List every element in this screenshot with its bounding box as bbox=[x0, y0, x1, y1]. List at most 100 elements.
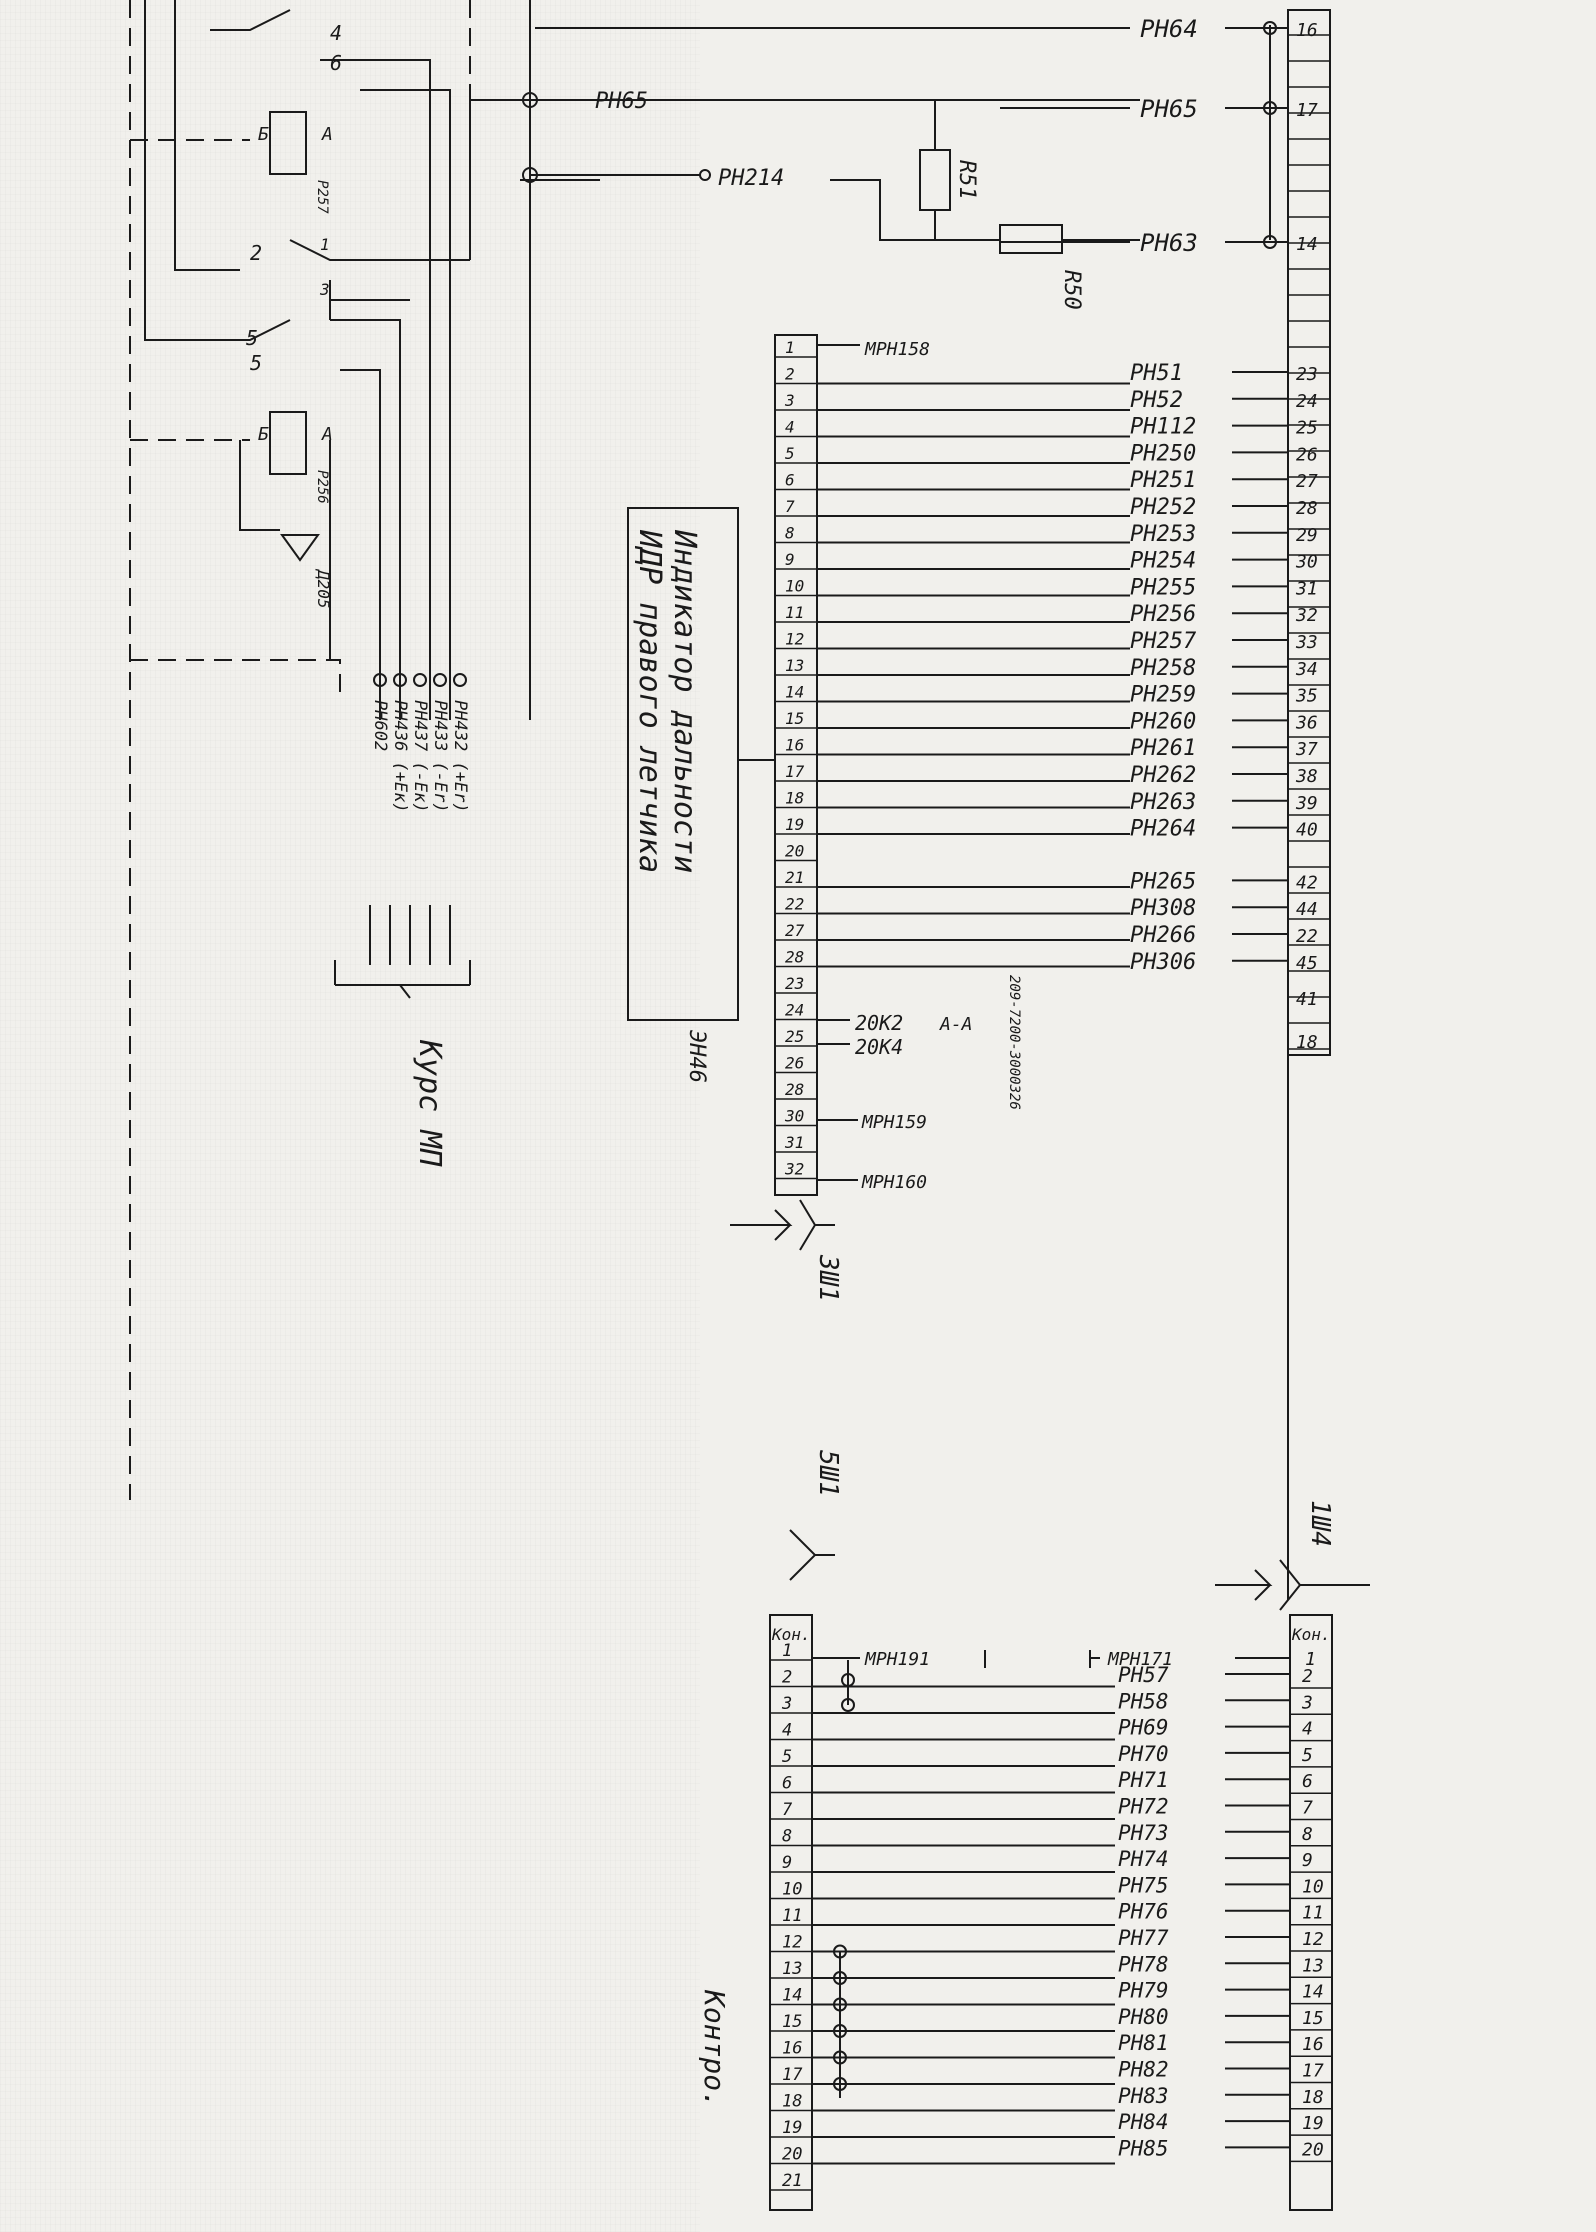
resistor-r50 bbox=[999, 224, 1063, 254]
lower-row-pin: 7 bbox=[1302, 1798, 1313, 1819]
mrn158-label: МРН158 bbox=[864, 339, 930, 360]
upper-row-label: РН252 bbox=[1130, 495, 1196, 520]
upper-left-pin: 27 bbox=[785, 921, 805, 940]
upper-row-label: РН253 bbox=[1130, 522, 1196, 547]
resistor-r50-label: R50 bbox=[1059, 270, 1084, 310]
lower-row-pin: 9 bbox=[1302, 1850, 1313, 1871]
upper-row-pin: 23 bbox=[1296, 364, 1318, 385]
contact-number: 5 bbox=[250, 351, 262, 375]
upper-left-pin: 1 bbox=[785, 338, 795, 357]
bus-signal-label: РН602 bbox=[370, 700, 390, 751]
relay-r256-a: А bbox=[321, 424, 333, 445]
upper-left-pin: 3 bbox=[784, 391, 795, 410]
bus-brace bbox=[334, 960, 471, 999]
upper-left-strip bbox=[774, 334, 818, 1196]
upper-connector: 1234567891011121314151617181920212227282… bbox=[774, 9, 1331, 1600]
upper-left-pin: 8 bbox=[785, 524, 795, 543]
upper-row-label: РН112 bbox=[1130, 415, 1196, 440]
relay-coil-r257 bbox=[269, 111, 307, 175]
upper-row-pin: 38 bbox=[1295, 766, 1318, 787]
reference-number: 209-7200-3000326 bbox=[1006, 975, 1022, 1110]
contact-number: 5 bbox=[246, 326, 258, 350]
indicator-box: Индикатор дальности ИДР правого летчика … bbox=[627, 507, 775, 1083]
top-wire-label: РН64 bbox=[1140, 15, 1198, 43]
lower-row-label: РН83 bbox=[1118, 2084, 1169, 2108]
lower-row-pin: 11 bbox=[1302, 1903, 1324, 1924]
contact-number: 2 bbox=[250, 241, 262, 265]
relay-r257-b: Б bbox=[258, 124, 269, 145]
top-wire-label: РН65 bbox=[1140, 95, 1198, 123]
connector-5sh1-label: 5Ш1 bbox=[813, 1450, 843, 1497]
k2-label: 20К2 bbox=[855, 1011, 903, 1035]
upper-left-pin: 20 bbox=[785, 842, 804, 861]
lower-left-pin: 20 bbox=[782, 2145, 802, 2165]
kurs-mp-label: Курс МП bbox=[412, 1039, 447, 1167]
upper-row-label: РН265 bbox=[1130, 869, 1196, 894]
lower-row-pin: 6 bbox=[1302, 1771, 1313, 1792]
lower-row-label: РН70 bbox=[1118, 1742, 1169, 1766]
lower-right-strip bbox=[1289, 1614, 1333, 2211]
upper-left-pin: 11 bbox=[785, 603, 804, 622]
upper-row-pin: 22 bbox=[1296, 926, 1318, 947]
lower-left-pin: 10 bbox=[782, 1880, 802, 1900]
lower-left-pin: 6 bbox=[782, 1774, 792, 1794]
mrn191-label: МРН191 bbox=[864, 1649, 930, 1670]
upper-left-pin: 6 bbox=[785, 471, 795, 490]
lower-row-label: РН75 bbox=[1118, 1873, 1169, 1897]
lower-row-pin: 2 bbox=[1302, 1666, 1313, 1687]
lower-left-pin: 17 bbox=[782, 2065, 803, 2085]
lower-row-label: РН57 bbox=[1118, 1663, 1169, 1687]
link-label-rn65: РН65 bbox=[595, 89, 648, 114]
upper-row-pin: 28 bbox=[1296, 498, 1318, 519]
upper-left-pin: 21 bbox=[785, 868, 804, 887]
upper-left-pin: 13 bbox=[785, 656, 804, 675]
lower-row-label: РН71 bbox=[1118, 1768, 1169, 1792]
resistor-r51-label: R51 bbox=[954, 160, 979, 200]
upper-left-pin: 23 bbox=[785, 974, 804, 993]
upper-extra-pin: 41 bbox=[1296, 989, 1318, 1010]
lower-row-label: РН77 bbox=[1118, 1926, 1169, 1950]
bus-signal-labels: РН432 (+Еr)РН433 (-Еr)РН437 (-Ек)РН436 (… bbox=[369, 700, 470, 965]
lower-row-label: РН80 bbox=[1118, 2005, 1169, 2029]
indicator-title-1: Индикатор дальности bbox=[667, 529, 702, 873]
relay-r256-b: Б bbox=[258, 424, 269, 445]
lower-row-label: РН69 bbox=[1118, 1716, 1169, 1740]
lower-row-pin: 17 bbox=[1302, 2061, 1324, 2082]
upper-row-pin: 42 bbox=[1296, 872, 1318, 893]
upper-row-label: РН254 bbox=[1130, 549, 1196, 574]
contact-number: 3 bbox=[319, 280, 330, 299]
upper-left-pin: 19 bbox=[785, 815, 804, 834]
lower-left-pin: 12 bbox=[782, 1933, 802, 1953]
upper-row-pin: 26 bbox=[1296, 444, 1318, 465]
lower-row-label: РН72 bbox=[1118, 1795, 1169, 1819]
upper-left-pin: 24 bbox=[785, 1001, 804, 1020]
upper-left-pin: 17 bbox=[785, 762, 805, 781]
upper-row-pin: 32 bbox=[1295, 605, 1318, 626]
upper-row-pin: 39 bbox=[1295, 793, 1318, 814]
switch-contact-top bbox=[210, 9, 291, 31]
lower-row-pin: 20 bbox=[1302, 2139, 1324, 2160]
upper-row-pin: 27 bbox=[1296, 471, 1318, 492]
upper-left-pin: 25 bbox=[785, 1027, 804, 1046]
lower-row-label: РН73 bbox=[1118, 1821, 1169, 1845]
top-wire-pin: 14 bbox=[1296, 234, 1318, 255]
lower-row-pin: 13 bbox=[1302, 1955, 1324, 1976]
lower-row-label: РН79 bbox=[1118, 1979, 1169, 2003]
lower-left-pin: 11 bbox=[782, 1906, 802, 1926]
upper-left-pin: 32 bbox=[784, 1160, 804, 1179]
upper-left-pin: 28 bbox=[785, 1080, 804, 1099]
resistor-r51 bbox=[919, 149, 951, 211]
upper-row-label: РН259 bbox=[1130, 683, 1196, 708]
lower-row-pin: 12 bbox=[1302, 1929, 1324, 1950]
diode-label: Д205 bbox=[314, 568, 333, 609]
lower-left-header: Кон. bbox=[771, 1625, 811, 1644]
upper-row-label: РН51 bbox=[1130, 361, 1183, 386]
upper-row-label: РН263 bbox=[1130, 790, 1196, 815]
upper-row-pin: 45 bbox=[1296, 953, 1318, 974]
lower-left-pin: 1 bbox=[782, 1641, 792, 1661]
lower-row-label: РН85 bbox=[1118, 2136, 1169, 2160]
relay-coil-r256 bbox=[269, 411, 307, 475]
bus-signal-label: РН436 (+Ек) bbox=[390, 700, 410, 813]
lower-left-pin: 21 bbox=[782, 2171, 802, 2191]
mrn160-label: МРН160 bbox=[861, 1172, 927, 1193]
